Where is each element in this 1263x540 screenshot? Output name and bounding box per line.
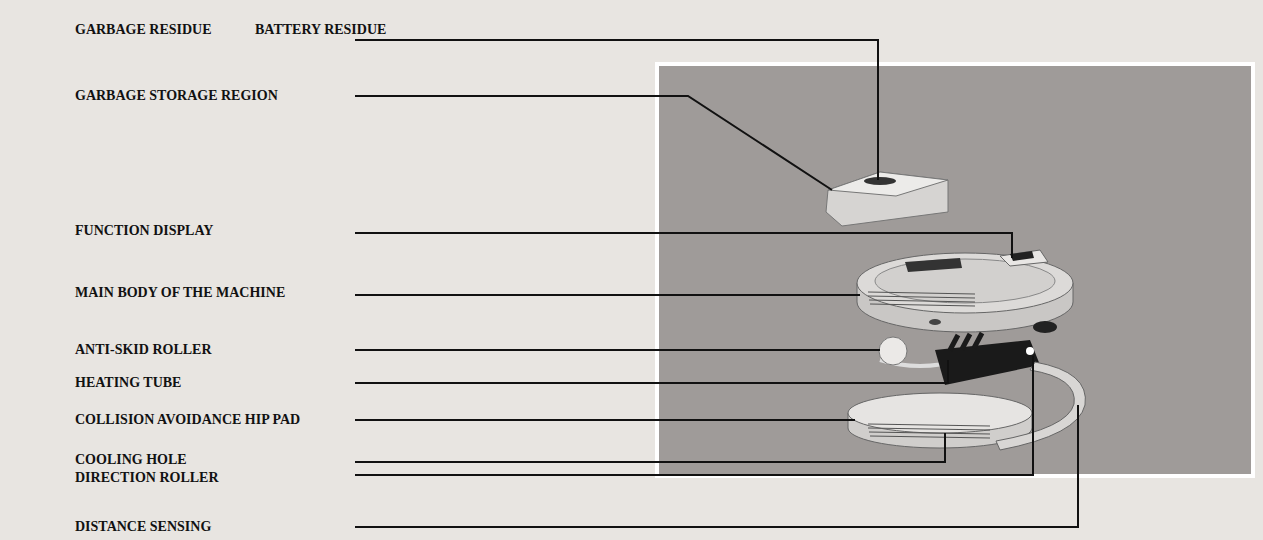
main-body	[857, 250, 1073, 333]
part-label: GARBAGE RESIDUE	[75, 22, 212, 38]
part-label: COOLING HOLE	[75, 452, 187, 468]
leader-line	[355, 96, 832, 190]
leader-line	[355, 405, 1078, 527]
picture-frame	[657, 64, 1253, 476]
leader-line	[355, 433, 945, 462]
leader-line	[355, 294, 860, 296]
part-label: COLLISION AVOIDANCE HIP PAD	[75, 412, 300, 428]
part-label: DIRECTION ROLLER	[75, 470, 219, 486]
part-label: FUNCTION DISPLAY	[75, 223, 213, 239]
leader-line	[355, 356, 1033, 475]
leader-line	[355, 233, 1012, 258]
collision-bumper	[996, 362, 1085, 450]
garbage-box	[826, 172, 948, 226]
heating-tube	[935, 333, 1040, 385]
leader-lines	[355, 40, 1078, 527]
leader-line	[355, 349, 880, 351]
part-label: GARBAGE STORAGE REGION	[75, 88, 278, 104]
part-label: DISTANCE SENSING	[75, 519, 211, 535]
part-label: BATTERY RESIDUE	[255, 22, 386, 38]
leader-line	[355, 40, 878, 180]
leader-line	[355, 419, 855, 421]
leader-line	[355, 360, 948, 383]
part-label: ANTI-SKID ROLLER	[75, 342, 212, 358]
part-label: MAIN BODY OF THE MACHINE	[75, 285, 285, 301]
part-label: HEATING TUBE	[75, 375, 181, 391]
